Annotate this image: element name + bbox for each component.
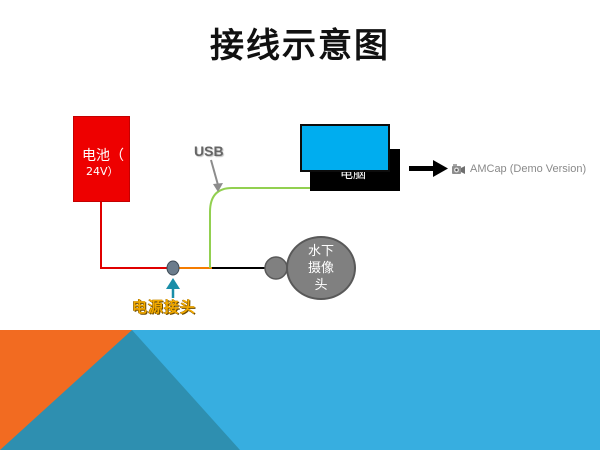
up-arrow-head	[166, 278, 180, 289]
power-connector	[166, 260, 180, 276]
underwater-camera: 水下 摄像 头	[286, 236, 356, 300]
webcam-icon	[451, 162, 466, 177]
right-arrow-icon	[433, 160, 448, 177]
usb-pointer-line	[210, 159, 219, 186]
camera-label-line1: 水下	[307, 244, 334, 259]
usb-wire	[209, 187, 312, 268]
usb-pointer-arrowhead	[213, 183, 223, 192]
right-arrow-shaft	[409, 166, 435, 171]
camera-cable-gland	[264, 256, 288, 280]
power-wire	[100, 202, 172, 269]
amcap-software: AMCap (Demo Version)	[451, 160, 586, 178]
computer-screen	[300, 124, 390, 172]
camera-label-line2: 摄像	[307, 261, 334, 276]
slide-title: 接线示意图	[210, 26, 390, 66]
battery-voltage: 24V）	[86, 165, 119, 178]
usb-label: USB	[194, 143, 224, 159]
battery-box: 电池（ 24V）	[73, 116, 130, 202]
camera-label-line3: 头	[314, 278, 328, 293]
power-connector-label: 电源接头	[132, 298, 197, 316]
decorative-bottom-band	[0, 330, 600, 450]
battery-label: 电池（	[82, 148, 124, 164]
band-orange-triangle	[0, 330, 132, 450]
amcap-label: AMCap (Demo Version)	[470, 163, 587, 175]
